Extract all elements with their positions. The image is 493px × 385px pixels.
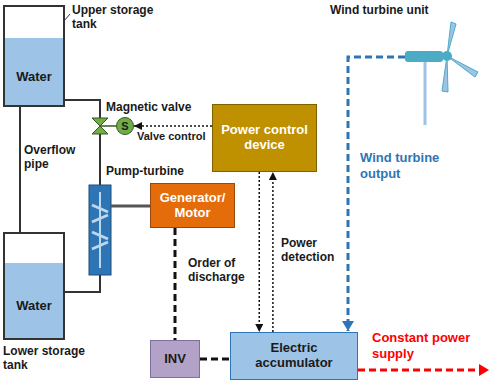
pump-turbine: [89, 185, 111, 275]
node-text: Electric accumulator: [235, 341, 353, 371]
wind-output-line: [348, 57, 405, 331]
node-text: Water: [16, 299, 52, 314]
connector: [174, 228, 177, 340]
part-label: Lower storage tank: [3, 344, 103, 373]
accumulator-box: Electric accumulator: [230, 332, 358, 380]
node-text: INV: [164, 352, 186, 367]
storage-tank: Water: [3, 5, 65, 107]
connector: [200, 358, 230, 361]
connector: [259, 172, 261, 332]
node-text: Power control device: [217, 123, 312, 153]
connector: [272, 172, 274, 332]
connector-label: Valve control: [137, 130, 205, 143]
part-label: Magnetic valve: [106, 100, 191, 114]
generator-box: Generator/ Motor: [150, 183, 235, 228]
part-label: Overflow pipe: [24, 143, 86, 172]
node-text: Water: [16, 70, 52, 85]
turbine-tower: [424, 60, 427, 125]
lower-pipe: [65, 275, 100, 292]
power-supply-line: [358, 369, 489, 372]
connector-label: Order of discharge: [188, 256, 250, 285]
valve-pump-pipe: [99, 134, 101, 185]
turbine-blades: [442, 22, 478, 92]
pump-shaft: [99, 192, 101, 268]
part-label: Upper storage tank: [72, 3, 172, 32]
connector-label: Power detection: [281, 236, 341, 265]
part-label: Wind turbine output: [360, 150, 440, 181]
node-text: S: [121, 120, 128, 133]
inverter-box: INV: [150, 340, 200, 378]
valve-stem: [100, 125, 116, 127]
part-label: Wind turbine unit: [330, 3, 429, 17]
upper-pipe: [65, 100, 100, 118]
connector: [134, 125, 212, 127]
storage-tank: Water: [3, 232, 65, 340]
turbine-hub: [442, 51, 452, 61]
turbine-nacelle: [405, 51, 443, 62]
node-text: Generator/ Motor: [155, 191, 230, 221]
control-box: Power control device: [212, 104, 317, 172]
pump-blades: [92, 205, 108, 249]
valve-solenoid: S: [116, 117, 134, 135]
part-label: Constant power supply: [372, 330, 487, 361]
part-label: Pump-turbine: [106, 164, 184, 178]
generator-shaft: [111, 205, 150, 208]
